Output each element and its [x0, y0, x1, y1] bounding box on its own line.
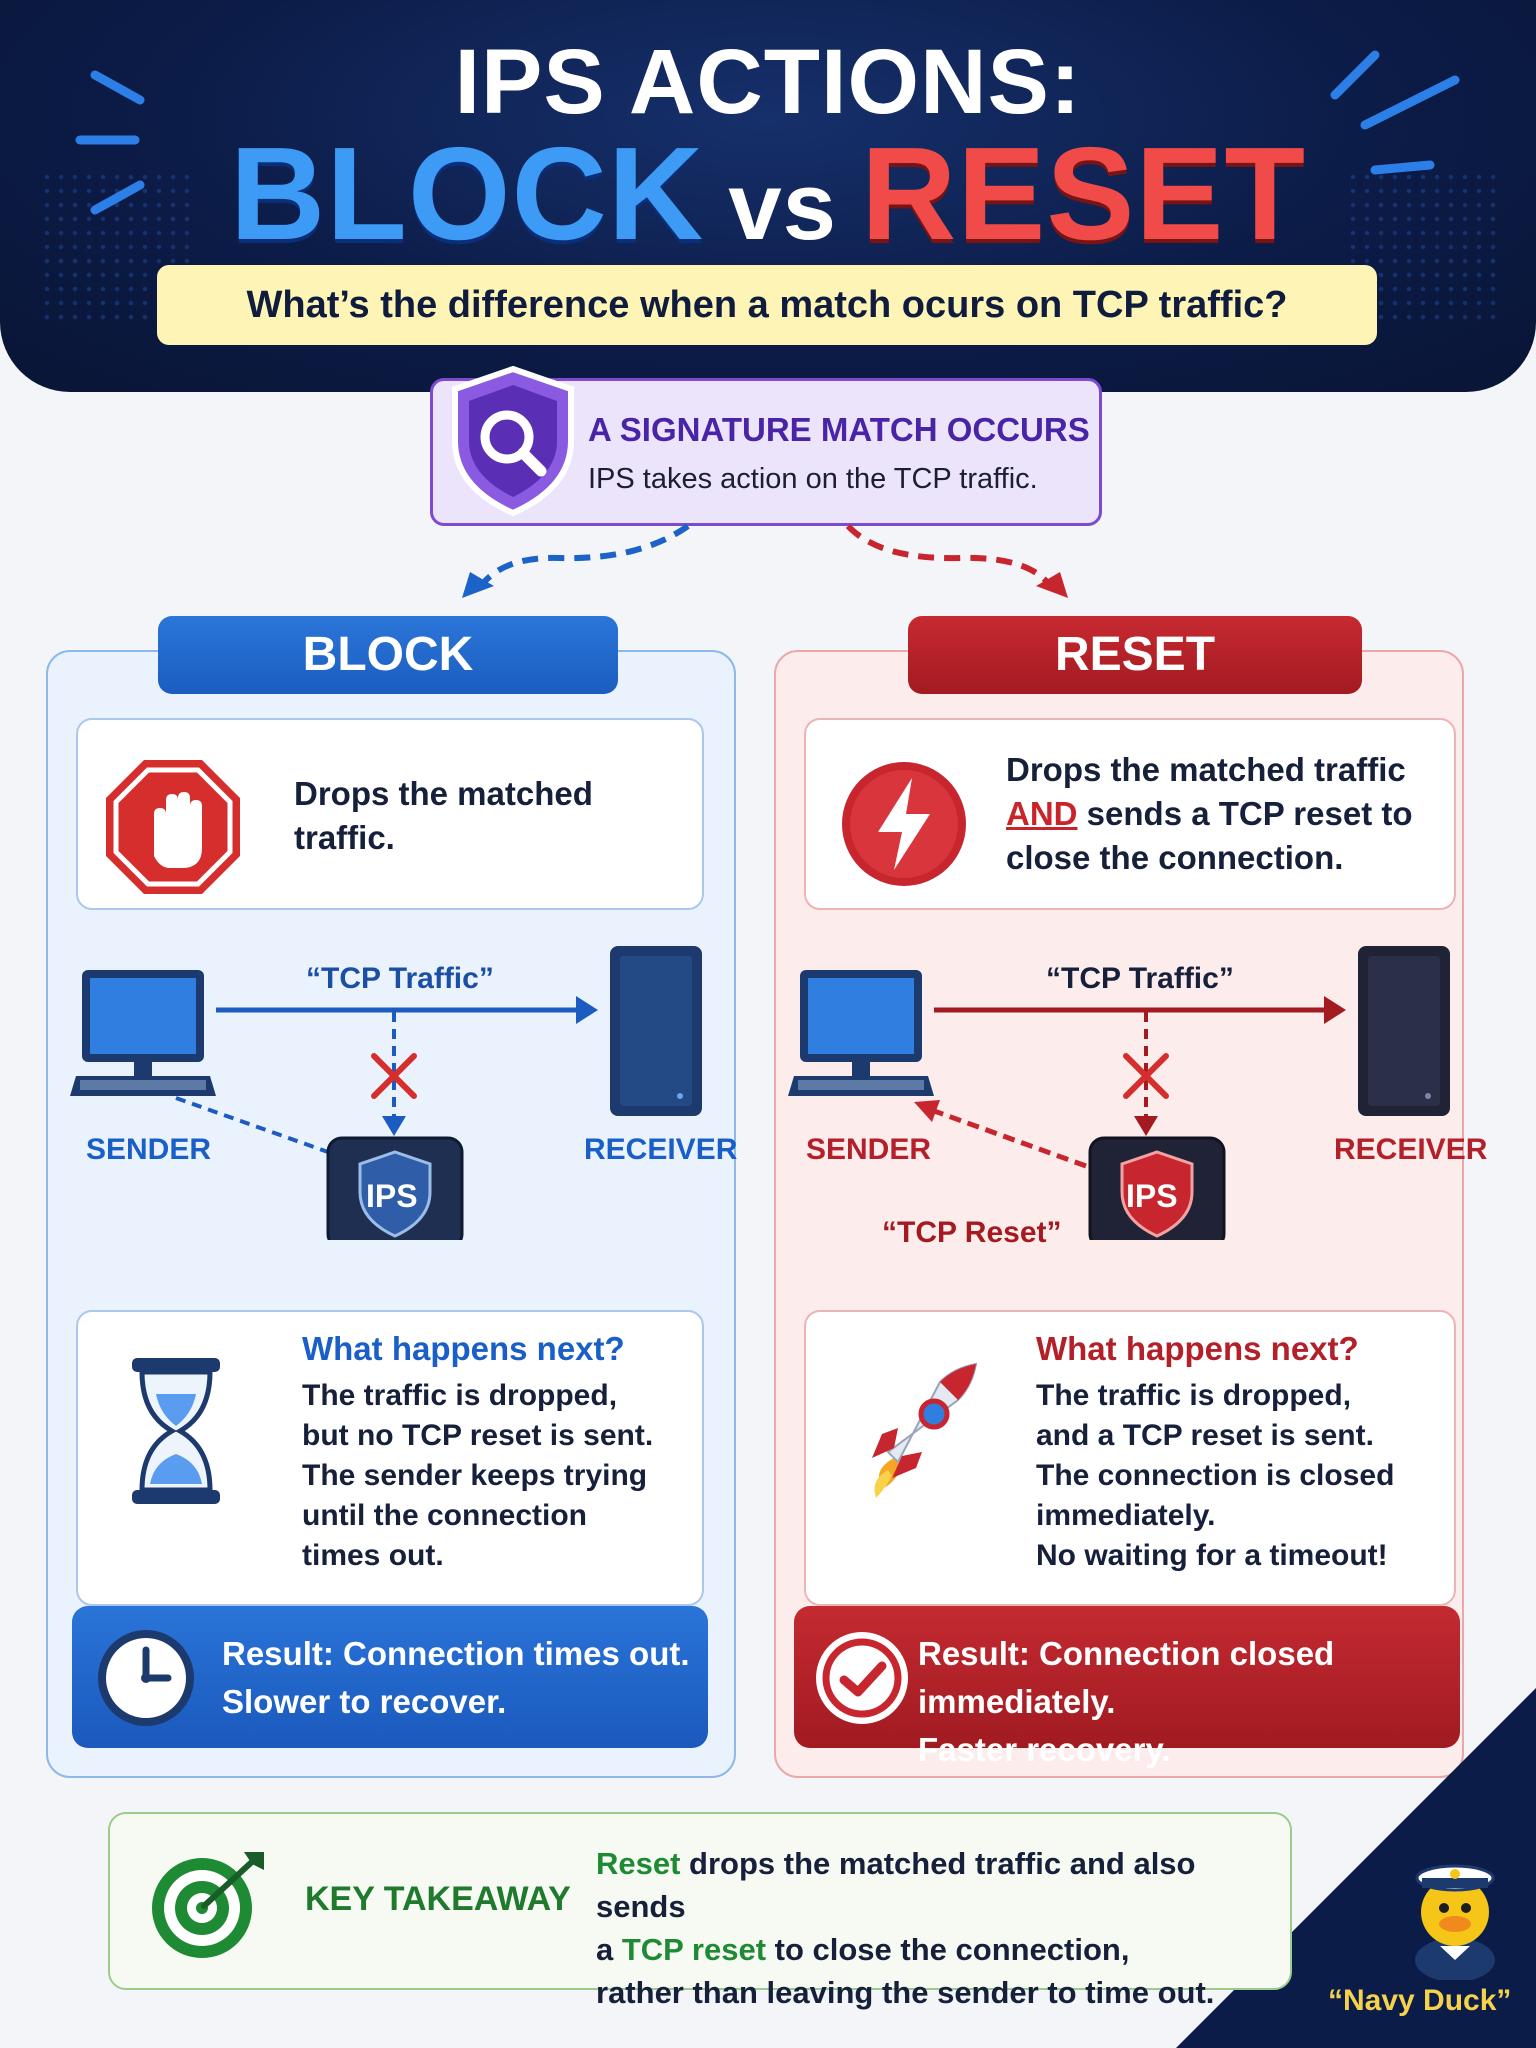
arrow-head-right — [1036, 572, 1068, 598]
block-result-box: Result: Connection times out. Slower to … — [72, 1606, 708, 1748]
reset-tag: RESET — [908, 616, 1362, 694]
target-icon — [152, 1852, 264, 1958]
ips-device-icon — [1088, 1136, 1226, 1240]
reset-result-line1: Result: Connection closed immediately. — [918, 1635, 1335, 1720]
and-emphasis: AND — [1006, 795, 1078, 832]
takeaway-text: Reset drops the matched traffic and also… — [596, 1842, 1290, 2014]
block-ips-label: IPS — [366, 1178, 418, 1214]
title-reset-word: RESET — [860, 120, 1307, 267]
subtitle-banner: What’s the difference when a match ocurs… — [157, 265, 1377, 345]
mascot-name: “Navy Duck” — [1328, 1984, 1512, 2017]
lightning-bolt-icon — [842, 762, 966, 886]
reset-result-text: Result: Connection closed immediately. F… — [918, 1630, 1460, 1774]
reset-next-line: immediately. — [1036, 1499, 1216, 1532]
match-text: IPS takes action on the TCP traffic. — [588, 463, 1038, 495]
block-result-text: Result: Connection times out. Slower to … — [222, 1630, 690, 1726]
block-traffic-label: “TCP Traffic” — [306, 962, 494, 995]
block-receiver-label: RECEIVER — [584, 1133, 738, 1166]
reset-summary-card: Drops the matched traffic AND sends a TC… — [804, 718, 1456, 910]
arrow-head-left — [462, 572, 494, 598]
reset-ips-label: IPS — [1126, 1178, 1178, 1214]
takeaway-line3: rather than leaving the sender to time o… — [596, 1975, 1215, 2010]
reset-next-line: The connection is closed — [1036, 1459, 1395, 1492]
reset-next-line: The traffic is dropped, — [1036, 1379, 1352, 1412]
block-next-line: The sender keeps trying — [302, 1459, 648, 1492]
reset-flow-diagram — [788, 946, 1450, 1240]
reset-summary-line2-rest: sends a TCP reset to — [1077, 795, 1413, 832]
takeaway-line1-rest: drops the matched traffic and also sends — [596, 1846, 1196, 1924]
rocket-icon — [872, 1362, 978, 1498]
reset-next-title: What happens next? — [1036, 1330, 1359, 1367]
takeaway-line1: Reset drops the matched traffic and also… — [596, 1842, 1290, 1928]
reset-result-box: Result: Connection closed immediately. F… — [794, 1606, 1460, 1768]
reset-sender-label: SENDER — [806, 1133, 932, 1166]
block-tag: BLOCK — [158, 616, 618, 694]
check-circle-icon — [816, 1632, 908, 1724]
split-arrows — [462, 523, 1068, 598]
block-flow-diagram — [70, 946, 702, 1240]
reset-tcp-reset-label: “TCP Reset” — [882, 1216, 1062, 1249]
takeaway-label: KEY TAKEAWAY — [305, 1880, 571, 1918]
tcp-reset-highlight: TCP reset — [621, 1932, 767, 1967]
navy-duck-mascot-icon — [1415, 1864, 1495, 1980]
takeaway-line2-rest: to close the connection, — [766, 1932, 1130, 1967]
reset-next-line: and a TCP reset is sent. — [1036, 1419, 1374, 1452]
block-result-line2: Slower to recover. — [222, 1683, 507, 1720]
reset-next-line: No waiting for a timeout! — [1036, 1539, 1388, 1572]
block-next-line: until the connection — [302, 1499, 587, 1532]
block-summary-card: Drops the matched traffic. — [76, 718, 704, 910]
block-next-line: but no TCP reset is sent. — [302, 1419, 654, 1452]
signature-match-box: A SIGNATURE MATCH OCCURS IPS takes actio… — [430, 365, 1102, 526]
hourglass-icon — [132, 1358, 220, 1504]
takeaway-line2-a: a — [596, 1932, 622, 1967]
block-next-lines: The traffic is dropped, but no TCP reset… — [302, 1376, 653, 1576]
receiver-server-icon — [1358, 946, 1450, 1116]
reset-summary-line3: close the connection. — [1006, 839, 1344, 876]
clock-icon — [98, 1630, 194, 1726]
spark-lines — [75, 50, 1460, 215]
match-title: A SIGNATURE MATCH OCCURS — [588, 411, 1090, 448]
block-next-line: The traffic is dropped, — [302, 1379, 618, 1412]
reset-summary-text: Drops the matched traffic AND sends a TC… — [1006, 748, 1446, 880]
reset-next-lines: The traffic is dropped, and a TCP reset … — [1036, 1376, 1394, 1576]
ips-device-icon — [326, 1136, 464, 1240]
reset-next-card: What happens next? The traffic is droppe… — [804, 1310, 1456, 1606]
takeaway-line2: a TCP reset to close the connection, — [596, 1928, 1290, 1971]
reset-highlight: Reset — [596, 1846, 681, 1881]
reset-traffic-label: “TCP Traffic” — [1046, 962, 1234, 995]
title-vs-word: vs — [728, 153, 837, 260]
block-sender-label: SENDER — [86, 1133, 212, 1166]
block-next-card: What happens next? The traffic is droppe… — [76, 1310, 704, 1606]
sender-computer-icon — [788, 970, 934, 1096]
x-mark-icon — [371, 1053, 417, 1099]
title-line1: IPS ACTIONS: — [454, 31, 1082, 133]
reset-summary-line1: Drops the matched traffic — [1006, 751, 1406, 788]
block-next-title: What happens next? — [302, 1330, 625, 1367]
stop-hand-icon — [106, 760, 240, 894]
reset-receiver-label: RECEIVER — [1334, 1133, 1488, 1166]
sender-computer-icon — [70, 970, 216, 1096]
reset-result-line2: Faster recovery. — [918, 1731, 1171, 1768]
shield-search-icon — [452, 365, 574, 517]
title-block-word: BLOCK — [229, 120, 705, 267]
block-next-line: times out. — [302, 1539, 444, 1572]
x-mark-icon — [1123, 1053, 1169, 1099]
reset-summary-line2: AND sends a TCP reset to — [1006, 792, 1446, 836]
key-takeaway-box: KEY TAKEAWAY Reset drops the matched tra… — [108, 1812, 1292, 2010]
block-result-line1: Result: Connection times out. — [222, 1635, 690, 1672]
block-summary-text: Drops the matched traffic. — [294, 775, 593, 856]
receiver-server-icon — [610, 946, 702, 1116]
